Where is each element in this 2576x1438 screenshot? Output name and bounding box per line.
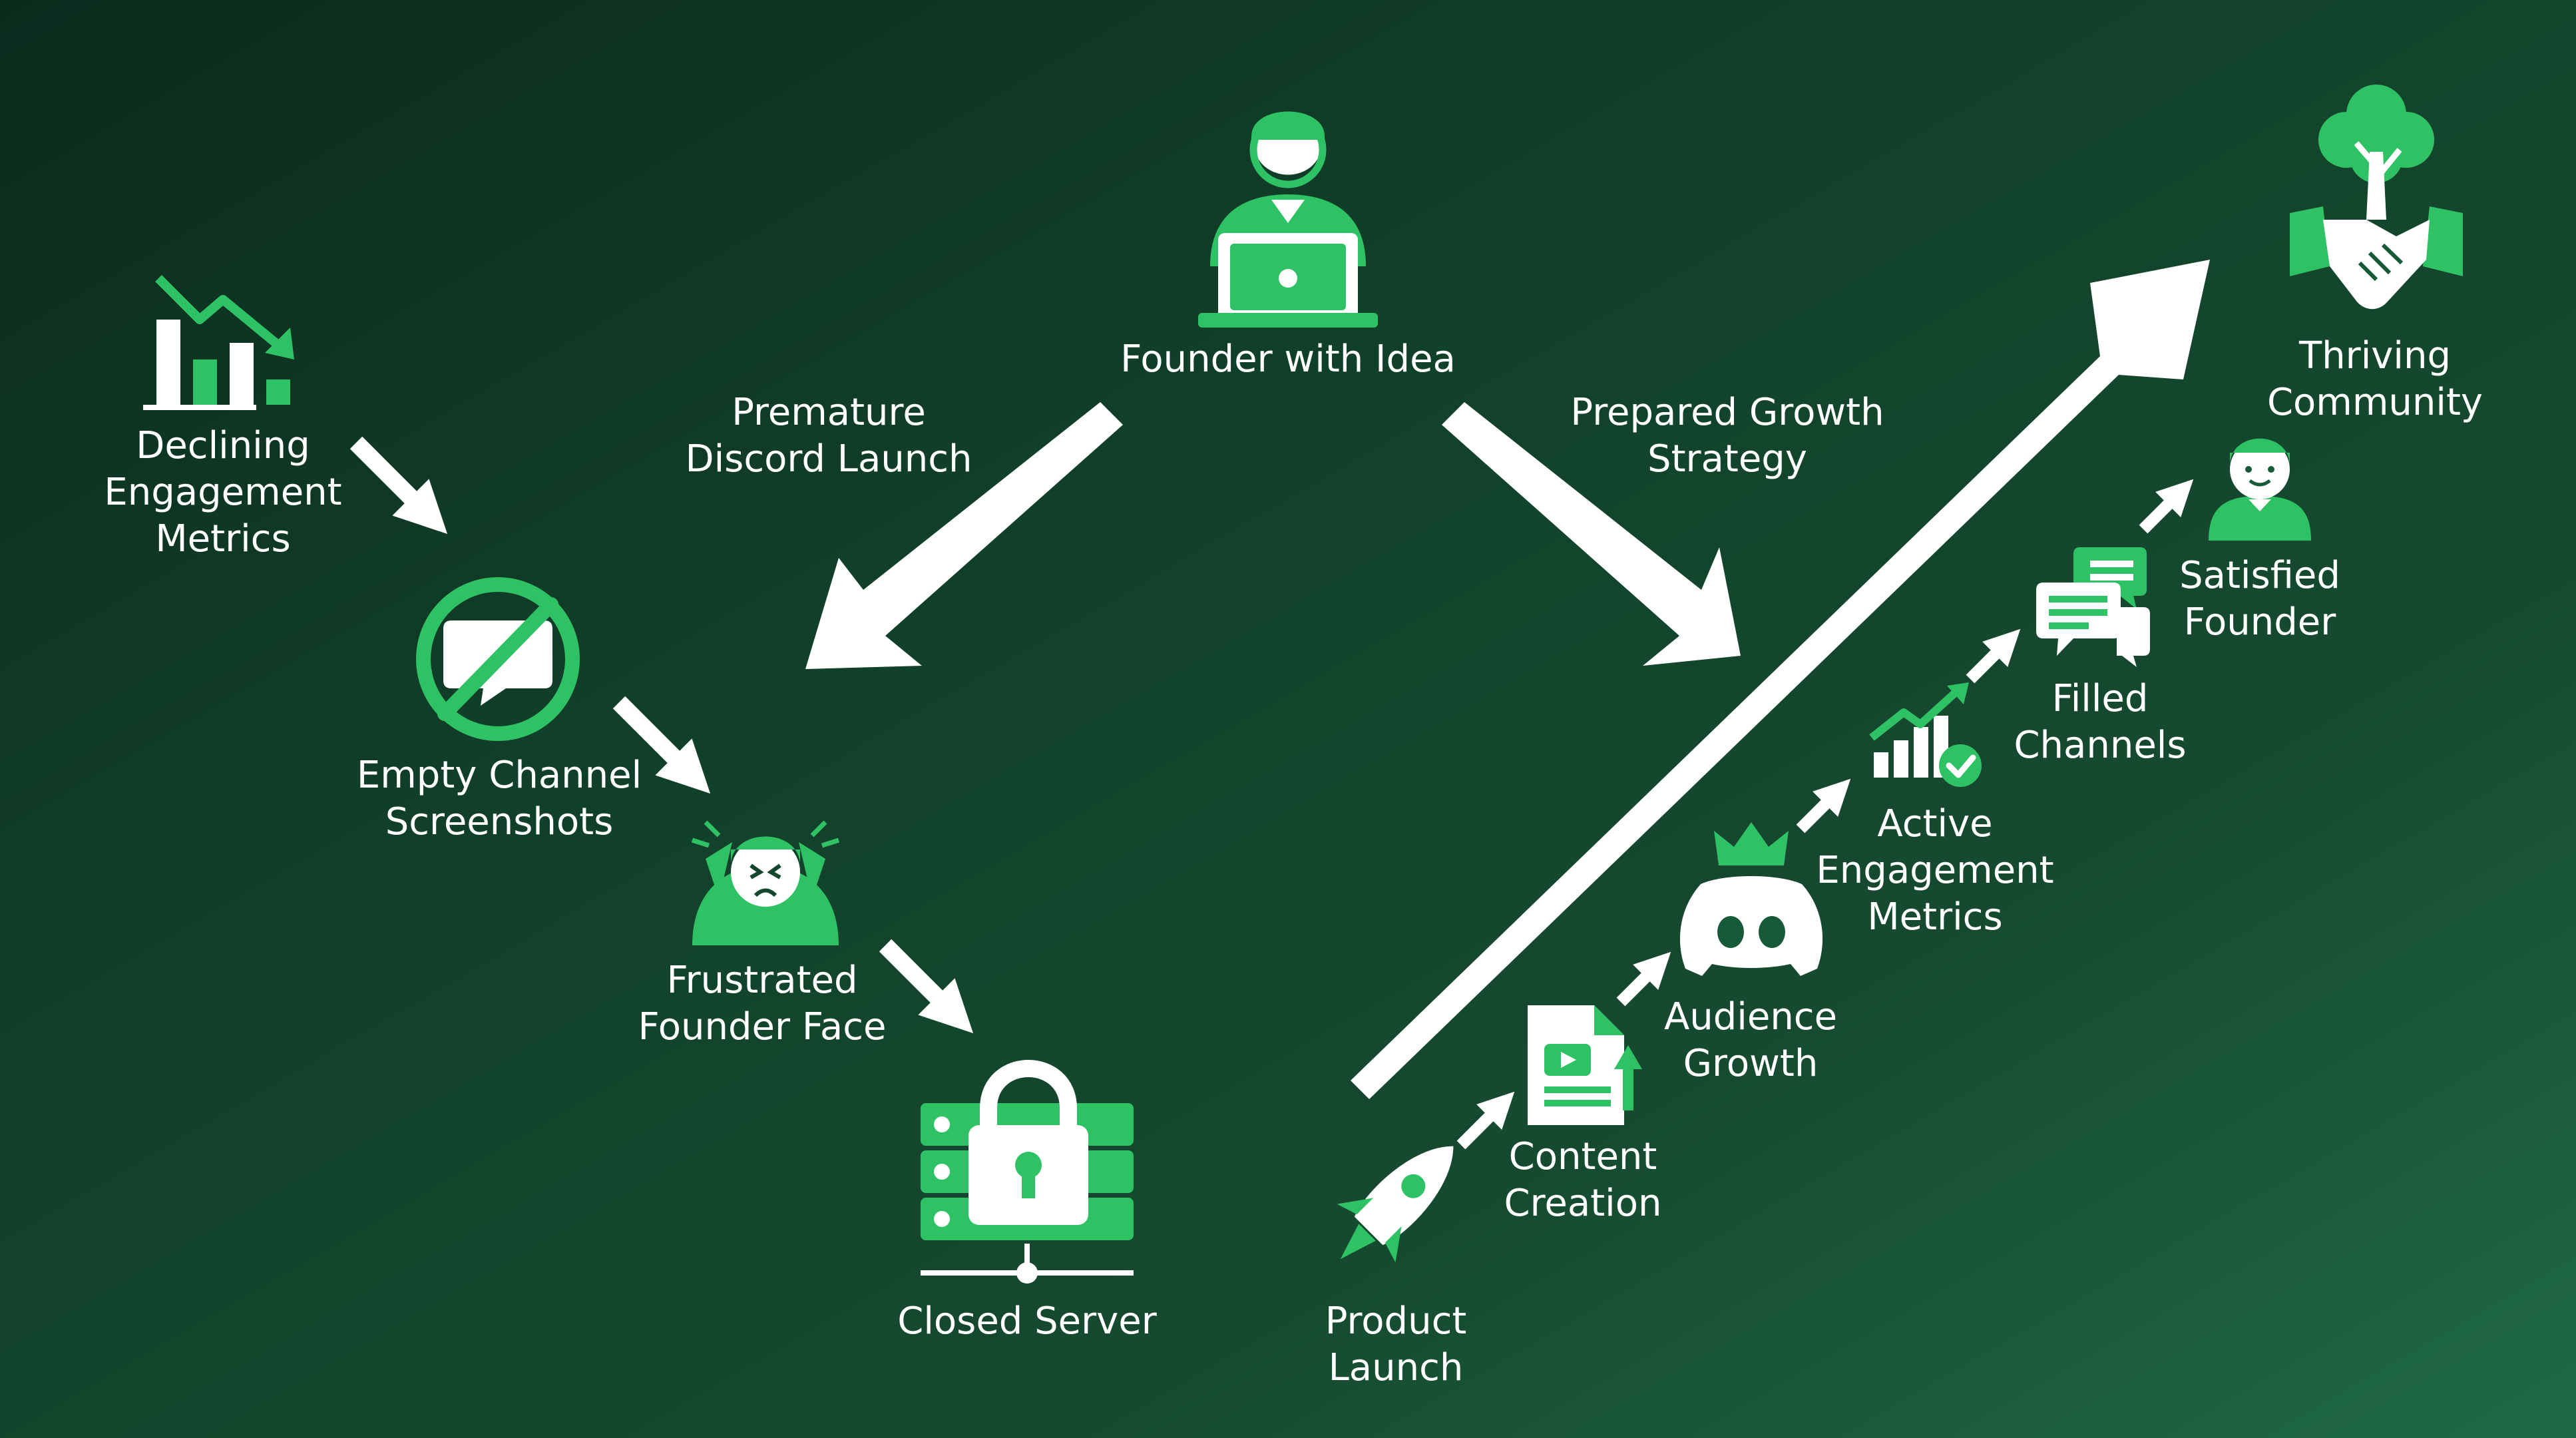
smiling-founder-icon — [2209, 438, 2311, 541]
arrow-growth-trend — [1351, 260, 2210, 1099]
arrow-engagement-to-channels — [1966, 628, 2021, 684]
locked-server-icon — [921, 1060, 1134, 1284]
tree-handshake-icon — [2290, 85, 2463, 310]
discord-crown-icon — [1679, 822, 1823, 976]
label-content-creation: Content Creation — [1504, 1135, 1662, 1225]
label-audience-growth: Audience Growth — [1663, 995, 1838, 1085]
label-founder-with-idea: Founder with Idea — [1120, 338, 1456, 381]
content-document-icon — [1528, 1005, 1642, 1125]
arrow-audience-to-engagement — [1796, 778, 1851, 834]
label-thriving-community: Thriving Community — [2266, 334, 2483, 424]
label-declining-engagement: Declining Engagement Metrics — [104, 424, 342, 561]
label-satisfied-founder: Satisfied Founder — [2179, 554, 2340, 644]
label-active-engagement: Active Engagement Metrics — [1816, 802, 2054, 939]
arrow-declining-to-empty — [349, 436, 448, 535]
declining-chart-icon — [143, 275, 294, 410]
no-chat-icon — [416, 577, 580, 741]
growth-chart-check-icon — [1869, 682, 1982, 787]
label-product-launch: Product Launch — [1325, 1300, 1467, 1389]
arrow-channels-to-founder — [2139, 479, 2194, 534]
frustrated-founder-icon — [691, 820, 840, 945]
arrow-prepared-strategy — [1442, 402, 1741, 666]
label-prepared-strategy: Prepared Growth Strategy — [1570, 391, 1884, 481]
arrow-frustrated-to-closed — [879, 939, 974, 1034]
label-empty-channel: Empty Channel Screenshots — [356, 754, 642, 843]
arrow-content-to-audience — [1616, 951, 1671, 1007]
arrow-empty-to-frustrated — [612, 696, 711, 794]
founder-laptop-icon — [1198, 111, 1378, 328]
arrow-premature-launch — [805, 402, 1123, 669]
label-closed-server: Closed Server — [897, 1300, 1157, 1343]
label-frustrated-founder: Frustrated Founder Face — [638, 959, 887, 1049]
label-filled-channels: Filled Channels — [2014, 677, 2187, 767]
arrow-launch-to-content — [1456, 1091, 1515, 1150]
chat-bubbles-icon — [2036, 547, 2150, 667]
label-premature-launch: Premature Discord Launch — [685, 391, 972, 481]
rocket-icon — [1337, 1146, 1454, 1263]
